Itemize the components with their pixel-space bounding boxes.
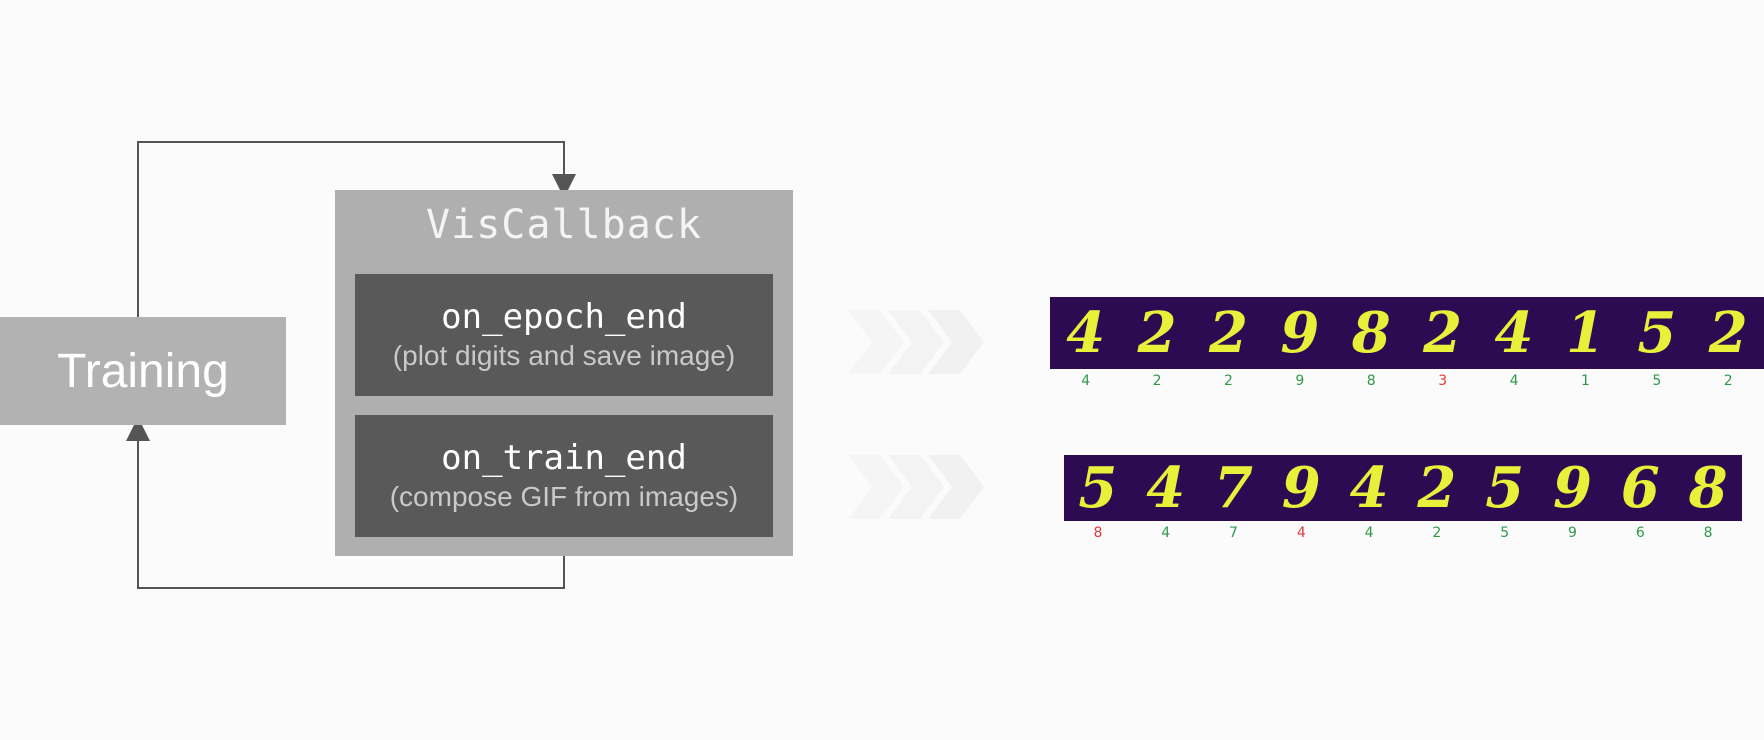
digit-image: 8 <box>1688 455 1728 521</box>
digit-image: 5 <box>1637 300 1677 366</box>
prediction-label: 9 <box>1568 525 1577 541</box>
loop-arrow-bottom <box>126 417 565 589</box>
method-name: on_train_end <box>441 438 687 478</box>
prediction-label: 8 <box>1093 525 1103 541</box>
digit-image: 6 <box>1620 455 1660 521</box>
prediction-label: 8 <box>1703 525 1713 541</box>
digit-image: 9 <box>1552 455 1592 521</box>
prediction-label: 4 <box>1081 373 1091 389</box>
training-box: Training <box>0 317 286 425</box>
digit-strip-2: 5 4 7 9 4 2 5 9 6 8 <box>1064 455 1742 521</box>
viscallback-title: VisCallback <box>426 202 702 248</box>
prediction-label: 2 <box>1432 525 1442 541</box>
prediction-label: 2 <box>1723 373 1733 389</box>
prediction-label: 1 <box>1580 373 1590 389</box>
digit-image: 7 <box>1214 455 1253 521</box>
digit-image: 2 <box>1423 300 1463 366</box>
method-description: (plot digits and save image) <box>392 340 736 371</box>
chevron-arrows-top <box>848 310 984 374</box>
prediction-labels-1: 4 2 2 9 8 3 4 1 5 2 <box>1050 373 1764 389</box>
digit-image: 2 <box>1208 300 1248 366</box>
prediction-label: 6 <box>1635 525 1645 541</box>
digit-image: 5 <box>1078 455 1118 521</box>
method-on-train-end: on_train_end (compose GIF from images) <box>355 415 773 537</box>
method-on-epoch-end: on_epoch_end (plot digits and save image… <box>355 274 773 396</box>
prediction-label: 4 <box>1161 525 1171 541</box>
digit-image: 4 <box>1349 455 1389 521</box>
loop-arrow-top <box>137 141 576 317</box>
prediction-label: 5 <box>1652 373 1662 389</box>
digit-image: 2 <box>1708 300 1748 366</box>
prediction-label: 5 <box>1500 525 1510 541</box>
digit-image: 4 <box>1146 455 1186 521</box>
prediction-label: 7 <box>1229 525 1238 541</box>
prediction-label: 2 <box>1224 373 1233 389</box>
digit-strip-1: 4 2 2 9 8 2 4 1 5 2 <box>1050 297 1764 369</box>
chevron-arrows-bottom <box>848 455 984 519</box>
prediction-label: 8 <box>1366 373 1376 389</box>
prediction-label: 4 <box>1296 525 1306 541</box>
prediction-label: 9 <box>1295 373 1305 389</box>
method-name: on_epoch_end <box>441 297 687 337</box>
digit-image: 9 <box>1281 455 1321 521</box>
prediction-label: 3 <box>1438 373 1448 389</box>
digit-image: 4 <box>1066 300 1106 366</box>
digit-image: 2 <box>1137 300 1177 366</box>
prediction-label: 2 <box>1152 373 1162 389</box>
digit-image: 5 <box>1485 455 1525 521</box>
prediction-labels-2: 8 4 7 4 4 2 5 9 6 8 <box>1064 525 1742 541</box>
prediction-label: 4 <box>1509 373 1519 389</box>
training-label: Training <box>57 344 229 398</box>
viscallback-box: VisCallback on_epoch_end (plot digits an… <box>335 190 793 556</box>
prediction-label: 4 <box>1364 525 1374 541</box>
digit-image: 9 <box>1280 300 1320 366</box>
digit-image: 1 <box>1565 300 1605 366</box>
digit-image: 4 <box>1494 300 1534 366</box>
digit-image: 2 <box>1417 455 1457 521</box>
digit-image: 8 <box>1351 300 1391 366</box>
method-description: (compose GIF from images) <box>389 481 739 512</box>
